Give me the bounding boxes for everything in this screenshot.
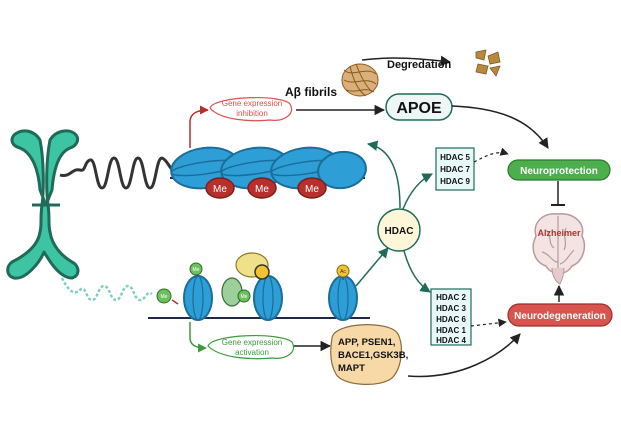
gene-expression-activation: Gene expression activation [189, 322, 332, 360]
svg-text:HDAC 1: HDAC 1 [436, 326, 466, 335]
nucleosome [253, 275, 283, 321]
svg-text:Neuroprotection: Neuroprotection [520, 166, 598, 177]
methyl-mark-small: Me [189, 262, 203, 277]
methyl-mark: Me [297, 177, 327, 199]
svg-text:Gene expression: Gene expression [222, 338, 282, 347]
brain-icon [532, 213, 586, 285]
abeta-fibrils: Aβ fibrils [285, 63, 379, 99]
methyl-mark-small: Me [156, 288, 179, 305]
svg-text:APP, PSEN1,: APP, PSEN1, [338, 337, 395, 348]
svg-text:activation: activation [235, 348, 269, 357]
degradation: Degredation [361, 49, 501, 77]
svg-text:Me: Me [193, 267, 200, 273]
svg-text:HDAC 9: HDAC 9 [440, 177, 470, 186]
dna-coil-top [59, 156, 177, 190]
apoe: APOE [296, 93, 549, 149]
alzheimer: Alzheimer [532, 213, 586, 285]
svg-text:HDAC 3: HDAC 3 [436, 304, 466, 313]
svg-text:Aβ fibrils: Aβ fibrils [285, 85, 337, 99]
svg-text:HDAC: HDAC [385, 226, 414, 237]
hdac-node: HDAC [355, 140, 433, 293]
svg-text:APOE: APOE [396, 100, 442, 117]
transcription-factor [221, 252, 270, 307]
gene-expression-inhibition: Gene expression inhibition [189, 97, 293, 148]
nucleosome [317, 150, 367, 190]
svg-text:HDAC 7: HDAC 7 [440, 165, 470, 174]
svg-text:MAPT: MAPT [338, 363, 365, 374]
svg-text:BACE1,GSK3B,: BACE1,GSK3B, [338, 350, 408, 361]
svg-text:Me: Me [161, 294, 168, 300]
chromosome [6, 129, 80, 280]
methyl-mark: Me [247, 177, 277, 199]
hdac-group-top: HDAC 5 HDAC 7 HDAC 9 [435, 147, 509, 191]
hdac-group-bottom: HDAC 2 HDAC 3 HDAC 6 HDAC 1 HDAC 4 [430, 288, 507, 346]
svg-text:Me: Me [255, 184, 269, 195]
target-genes: APP, PSEN1, BACE1,GSK3B, MAPT [330, 324, 521, 385]
open-chromatin: Me Me Me Ac [148, 252, 370, 321]
svg-text:Ac: Ac [340, 269, 346, 275]
svg-text:HDAC 2: HDAC 2 [436, 293, 466, 302]
svg-text:Degredation: Degredation [387, 59, 451, 71]
dna-coil-bottom [60, 277, 153, 302]
svg-text:HDAC 5: HDAC 5 [440, 153, 470, 162]
svg-text:inhibition: inhibition [236, 109, 268, 118]
fibril-bundle-icon [341, 63, 379, 97]
svg-text:Gene expression: Gene expression [222, 99, 282, 108]
svg-text:HDAC 4: HDAC 4 [436, 336, 466, 345]
methyl-mark-small: Me [237, 289, 251, 303]
svg-text:Me: Me [241, 294, 248, 300]
svg-text:HDAC 6: HDAC 6 [436, 315, 466, 324]
neuroprotection: Neuroprotection [507, 159, 611, 206]
condensed-chromatin: Me Me Me [170, 146, 367, 199]
nucleosome [183, 275, 213, 321]
methyl-mark: Me [205, 177, 235, 199]
nucleosome [328, 275, 358, 321]
neurodegeneration: Neurodegeneration [507, 284, 613, 327]
fragments-icon [475, 49, 501, 77]
svg-text:Me: Me [305, 184, 319, 195]
svg-text:Alzheimer: Alzheimer [537, 228, 581, 238]
svg-text:Me: Me [213, 184, 227, 195]
acetyl-mark: Ac [336, 264, 350, 280]
svg-text:Neurodegeneration: Neurodegeneration [514, 311, 606, 322]
